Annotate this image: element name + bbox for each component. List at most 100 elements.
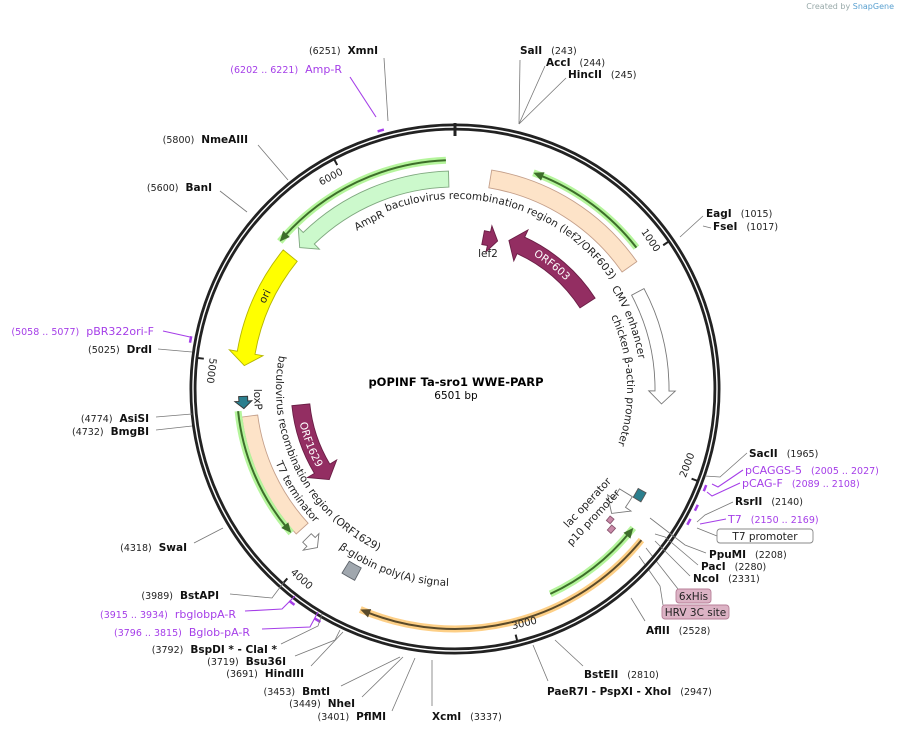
- primer-rbglobpa-r[interactable]: (3915 .. 3934)rbglobpA-R: [100, 595, 296, 621]
- site-label[interactable]: EagI(1015): [706, 208, 772, 220]
- feature-loxp[interactable]: loxP: [233, 389, 264, 411]
- primer-pcag-f[interactable]: pCAG-F(2089 .. 2108): [693, 477, 860, 512]
- site-nhei[interactable]: (3449)NheI: [289, 656, 404, 710]
- feature-shape[interactable]: [630, 287, 677, 405]
- feature--globin-poly-a-signal[interactable]: β-globin poly(A) signal: [337, 541, 449, 589]
- site-bspdi-clai[interactable]: (3792)BspDI * - ClaI *: [152, 613, 323, 656]
- site-label[interactable]: (3453)BmtI: [264, 686, 331, 698]
- site-hindiii[interactable]: (3691)HindIII: [226, 631, 344, 680]
- primer-pbr322ori-f[interactable]: (5058 .. 5077)pBR322ori-F: [11, 325, 193, 343]
- site-label[interactable]: (6202 .. 6221)Amp-R: [230, 63, 342, 76]
- site-label[interactable]: (3792)BspDI * - ClaI *: [152, 644, 278, 656]
- feature-shape[interactable]: [228, 249, 298, 367]
- site-label[interactable]: SacII(1965): [749, 448, 818, 460]
- site-aflii[interactable]: AflII(2528): [630, 597, 710, 637]
- site-label[interactable]: (4774)AsiSI: [81, 413, 149, 425]
- feature-orf-4[interactable]: [532, 169, 640, 250]
- site-bsteii[interactable]: BstEII(2810): [554, 639, 659, 681]
- site-bstapi[interactable]: (3989)BstAPI: [141, 581, 285, 602]
- feature-shape[interactable]: [606, 524, 617, 535]
- primer-bglob-pa-r[interactable]: (3796 .. 3815)Bglob-pA-R: [114, 611, 322, 639]
- primer-t7[interactable]: T7(2150 .. 2169): [686, 513, 819, 526]
- site-sali[interactable]: SalI(243): [518, 45, 577, 125]
- site-swai[interactable]: (4318)SwaI: [120, 527, 224, 554]
- feature-shape[interactable]: [291, 403, 338, 481]
- site-label[interactable]: AflII(2528): [646, 625, 710, 637]
- site-acci[interactable]: AccI(244): [518, 57, 605, 125]
- feature-t7-promoter[interactable]: T7 promoter: [696, 527, 814, 544]
- feature-shape[interactable]: [233, 395, 254, 410]
- site-label[interactable]: (4318)SwaI: [120, 542, 187, 554]
- feature-orf-11[interactable]: [358, 537, 645, 633]
- primer-pcaggs-5[interactable]: pCAGGS-5(2005 .. 2027): [702, 464, 879, 492]
- feature-shape[interactable]: [632, 487, 647, 503]
- site-label[interactable]: (6251)XmnI: [309, 45, 378, 57]
- feature-orf-10[interactable]: [548, 525, 637, 598]
- site-ppumi[interactable]: PpuMI(2208): [649, 517, 787, 561]
- site-label[interactable]: (3719)Bsu36I: [207, 656, 286, 668]
- site-label[interactable]: pCAG-F(2089 .. 2108): [742, 477, 860, 490]
- feature-6xhis[interactable]: 6xHis: [605, 515, 712, 604]
- feature-shape[interactable]: [301, 532, 320, 551]
- feature-lef2[interactable]: lef2: [478, 224, 499, 260]
- site-label[interactable]: PacI(2280): [701, 561, 766, 573]
- site-label[interactable]: BstEII(2810): [584, 669, 659, 681]
- feature-ori[interactable]: ori: [228, 249, 298, 367]
- site-xmni[interactable]: (6251)XmnI: [309, 45, 389, 122]
- feature-shape[interactable]: [341, 560, 362, 581]
- site-ncoi[interactable]: NcoI(2331): [654, 540, 760, 585]
- site-paci[interactable]: PacI(2280): [654, 533, 766, 573]
- feature-orf-15[interactable]: [234, 410, 294, 536]
- site-label[interactable]: PpuMI(2208): [709, 549, 787, 561]
- site-sacii[interactable]: SacII(1965): [704, 448, 818, 478]
- site-label[interactable]: T7(2150 .. 2169): [727, 513, 819, 526]
- feature-label-box[interactable]: [716, 528, 814, 544]
- site-label[interactable]: NcoI(2331): [693, 573, 760, 585]
- site-label[interactable]: RsrII(2140): [735, 496, 803, 508]
- feature-shape[interactable]: [605, 515, 615, 525]
- site-label[interactable]: (5800)NmeAIII: [163, 134, 248, 146]
- site-drdi[interactable]: (5025)DrdI: [88, 344, 193, 356]
- feature-hrv-3c-site[interactable]: HRV 3C site: [606, 524, 730, 620]
- site-label[interactable]: SalI(243): [520, 45, 577, 57]
- site-label[interactable]: (5600)BanI: [147, 182, 212, 194]
- site-label[interactable]: pCAGGS-5(2005 .. 2027): [745, 464, 879, 477]
- site-label[interactable]: (3915 .. 3934)rbglobpA-R: [100, 608, 236, 621]
- site-label[interactable]: FseI(1017): [713, 221, 778, 233]
- site-rsrii[interactable]: RsrII(2140): [696, 496, 803, 523]
- site-bmti[interactable]: (3453)BmtI: [264, 656, 401, 698]
- site-label[interactable]: (4732)BmgBI: [72, 426, 149, 438]
- site-hincii[interactable]: HincII(245): [518, 69, 636, 125]
- site-pflmi[interactable]: (3401)PflMI: [318, 657, 416, 723]
- site-eagi[interactable]: EagI(1015): [679, 208, 772, 238]
- site-asisi[interactable]: (4774)AsiSI: [81, 413, 193, 425]
- site-label[interactable]: (3691)HindIII: [226, 668, 304, 680]
- site-label[interactable]: (3989)BstAPI: [141, 590, 219, 602]
- feature-shape[interactable]: [297, 170, 450, 250]
- feature-label-box[interactable]: [675, 588, 712, 604]
- primer-amp-r[interactable]: (6202 .. 6221)Amp-R: [230, 63, 385, 133]
- feature-shape[interactable]: [606, 488, 633, 514]
- site-bani[interactable]: (5600)BanI: [147, 182, 248, 213]
- site-label[interactable]: XcmI(3337): [432, 711, 502, 723]
- site-label[interactable]: HincII(245): [568, 69, 636, 81]
- site-position-group: (3453): [264, 687, 296, 698]
- site-label[interactable]: AccI(244): [546, 57, 605, 69]
- site-bmgbi[interactable]: (4732)BmgBI: [72, 425, 193, 438]
- site-label[interactable]: (3401)PflMI: [318, 711, 386, 723]
- feature-shape[interactable]: [481, 224, 499, 254]
- site-fsei[interactable]: FseI(1017): [702, 221, 778, 233]
- site-paer7i-pspxi-xhoi[interactable]: PaeR7I - PspXI - XhoI(2947): [532, 644, 712, 698]
- site-label[interactable]: (3796 .. 3815)Bglob-pA-R: [114, 626, 250, 639]
- site-nmeaiii[interactable]: (5800)NmeAIII: [163, 134, 289, 181]
- feature-shape[interactable]: [488, 169, 638, 273]
- site-xcmi[interactable]: XcmI(3337): [431, 660, 502, 723]
- site-label[interactable]: PaeR7I - PspXI - XhoI(2947): [547, 686, 712, 698]
- site-label[interactable]: (5025)DrdI: [88, 344, 152, 356]
- site-label[interactable]: (5058 .. 5077)pBR322ori-F: [11, 325, 154, 338]
- feature-shape[interactable]: [508, 228, 596, 309]
- feature-label-box[interactable]: [661, 604, 730, 620]
- site-label[interactable]: (3449)NheI: [289, 698, 355, 710]
- feature-orf-1[interactable]: [277, 156, 447, 244]
